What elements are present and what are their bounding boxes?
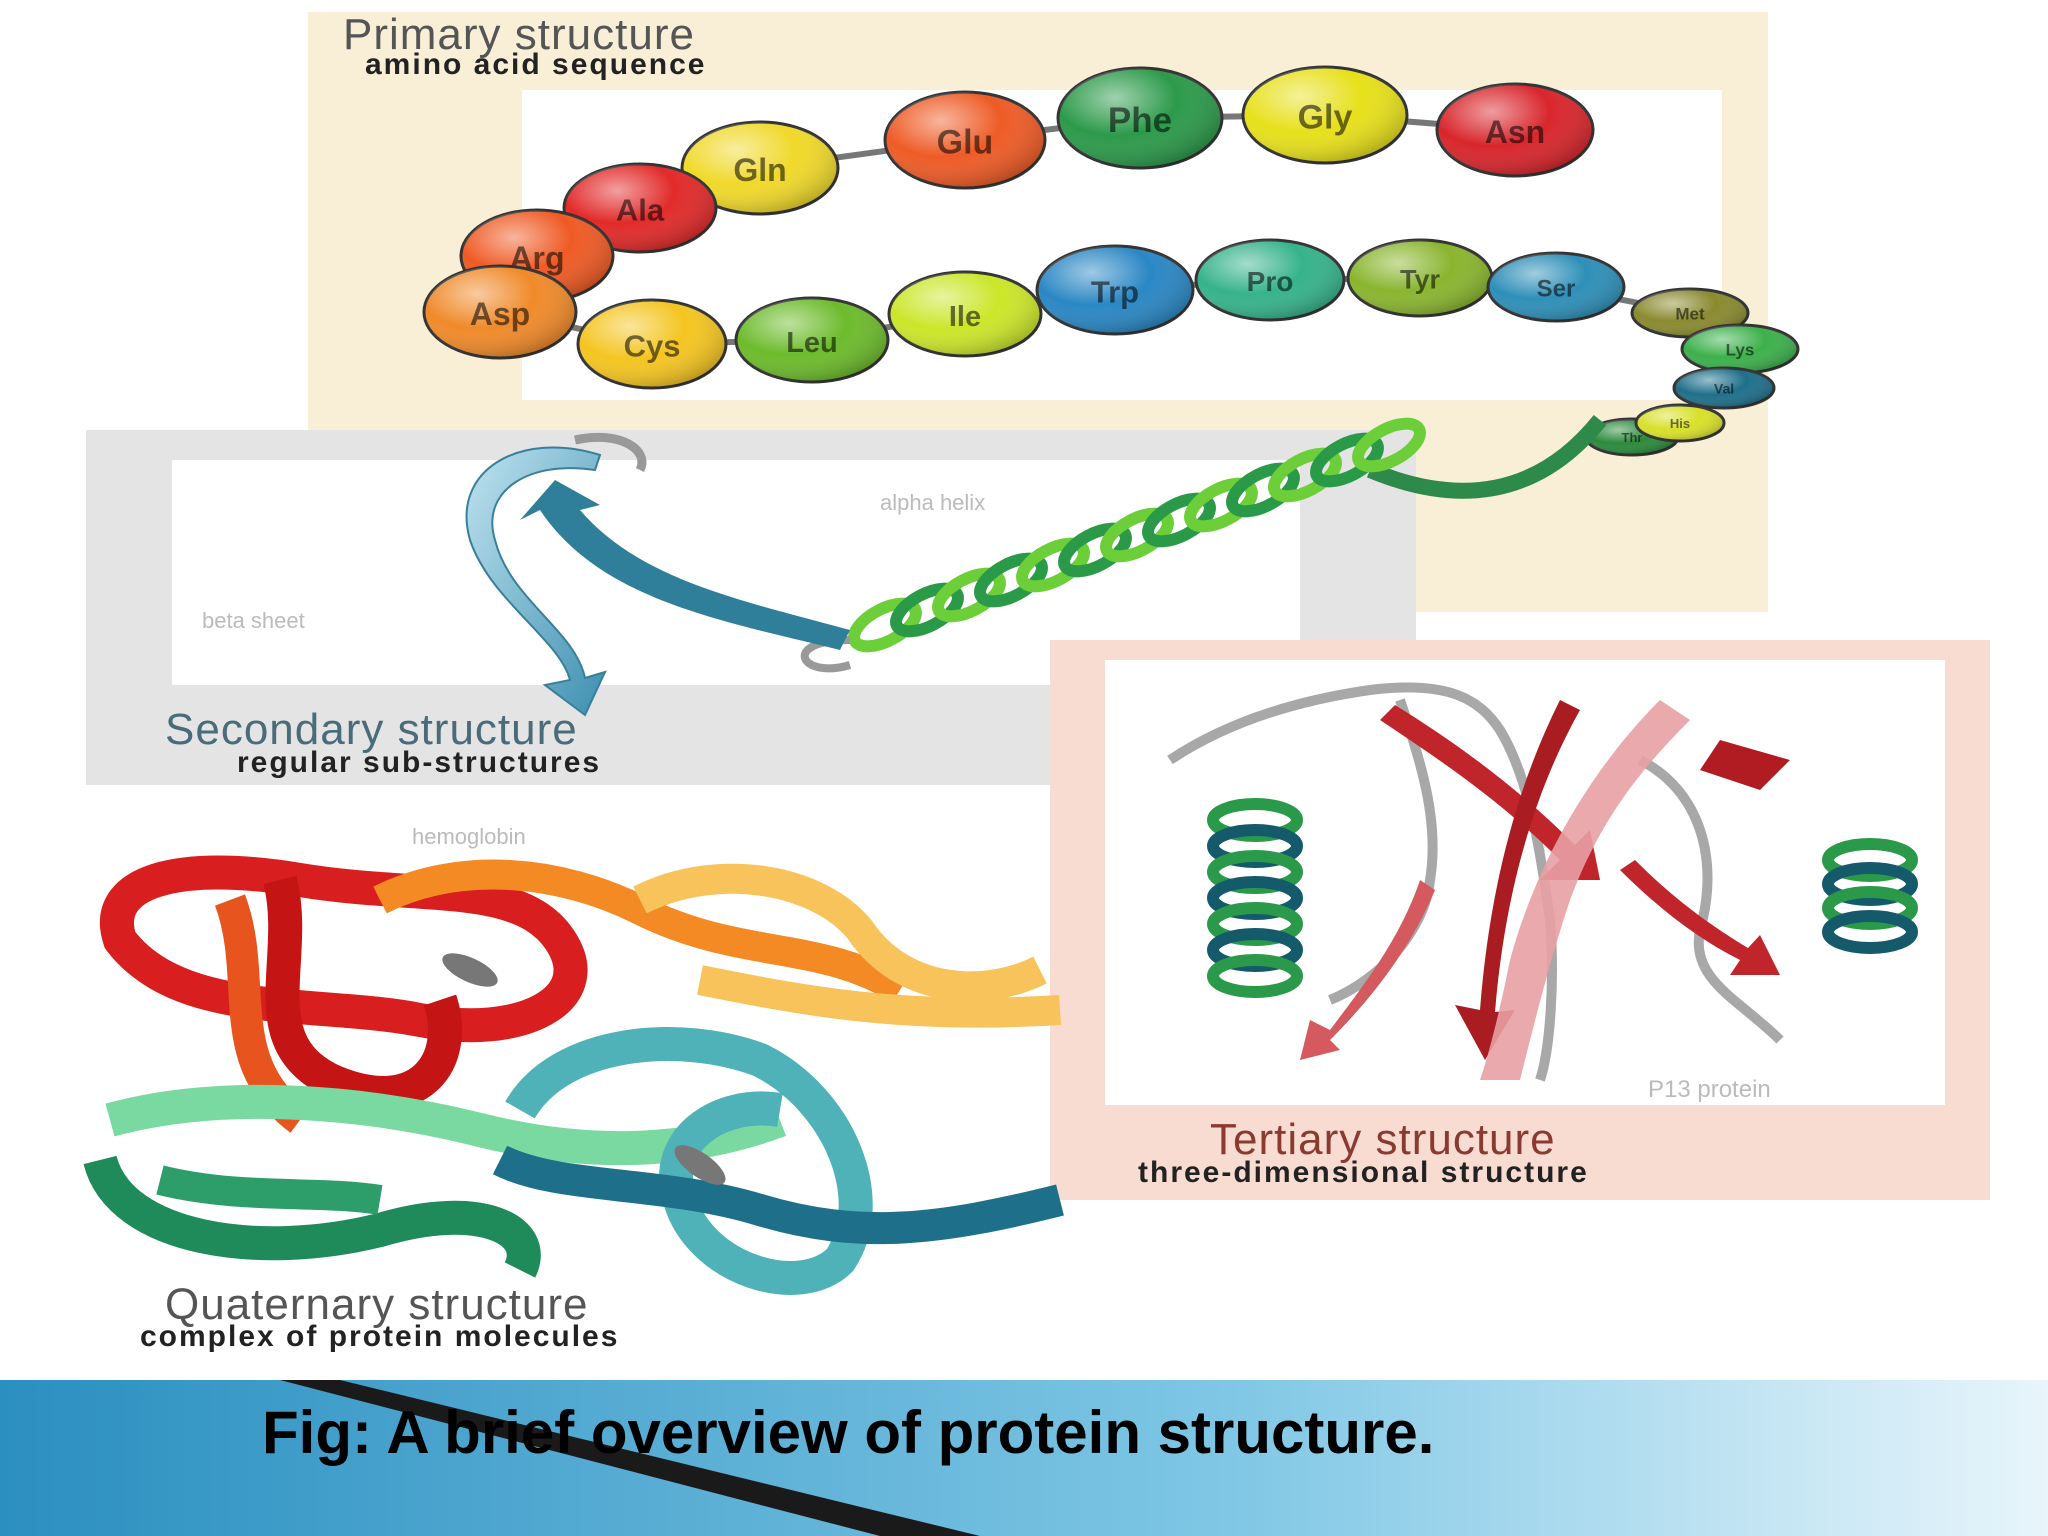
slide-bottom-bar: [0, 1380, 2048, 1536]
primary-structure-title: Primary structure: [343, 10, 695, 59]
amino-acid-tyr: Tyr: [1346, 238, 1494, 318]
amino-acid-label: Cys: [624, 328, 681, 363]
amino-acid-glu: Glu: [883, 90, 1047, 190]
amino-acid-ser: Ser: [1486, 251, 1626, 323]
amino-acid-label: Met: [1675, 305, 1705, 324]
helix-coil: [1184, 477, 1258, 533]
quaternary-structure-subtitle: complex of protein molecules: [140, 1320, 620, 1353]
helix-coil: [1100, 507, 1174, 563]
amino-acid-label: Leu: [786, 327, 838, 359]
helix-coil: [1268, 447, 1342, 503]
amino-acid-asn: Asn: [1435, 82, 1595, 178]
amino-acid-label: Ile: [949, 301, 981, 333]
amino-acid-label: Gln: [733, 152, 786, 188]
beta-sheet-graphic: [465, 432, 850, 717]
secondary-structure-title: Secondary structure: [165, 705, 578, 754]
amino-acid-gly: Gly: [1241, 65, 1409, 165]
amino-acid-label: Glu: [937, 123, 994, 161]
amino-acid-trp: Trp: [1035, 244, 1195, 336]
helix-coil: [1207, 954, 1303, 998]
amino-acid-lys: Lys: [1680, 323, 1800, 375]
alpha-helix-graphic: [800, 415, 1607, 673]
helix-coil: [1822, 838, 1918, 882]
helix-coil: [1016, 537, 1090, 593]
amino-acid-label: Thr: [1622, 430, 1643, 445]
p13-protein-label: P13 protein: [1648, 1076, 1771, 1103]
amino-acid-label: Asn: [1485, 114, 1545, 150]
amino-acid-label: Tyr: [1400, 265, 1441, 295]
helix-coil: [1058, 522, 1132, 578]
amino-acid-label: Pro: [1247, 266, 1294, 297]
amino-acid-ile: Ile: [887, 270, 1043, 358]
amino-acid-label: Asp: [470, 296, 530, 332]
amino-acid-his: His: [1634, 403, 1726, 443]
helix-coil: [1142, 492, 1216, 548]
amino-acid-asp: Asp: [422, 264, 578, 360]
amino-acid-gln: Gln: [680, 120, 840, 216]
amino-acid-val: Val: [1672, 366, 1776, 410]
amino-acid-label: Trp: [1091, 274, 1139, 309]
amino-acid-label: His: [1670, 416, 1690, 431]
primary-structure-subtitle: amino acid sequence: [365, 48, 707, 81]
amino-acid-met: Met: [1630, 287, 1750, 339]
beta-sheet-label: beta sheet: [202, 608, 305, 633]
figure-caption: Fig: A brief overview of protein structu…: [262, 1399, 1435, 1466]
amino-acid-leu: Leu: [734, 296, 890, 384]
amino-acid-label: Ala: [616, 192, 665, 227]
amino-acid-label: Lys: [1726, 341, 1755, 360]
amino-acid-label: Phe: [1108, 101, 1172, 140]
helix-coil: [1822, 886, 1918, 930]
amino-acid-label: Ser: [1537, 276, 1576, 303]
tertiary-structure-subtitle: three-dimensional structure: [1138, 1156, 1589, 1189]
amino-acid-label: Gly: [1298, 98, 1353, 136]
tertiary-protein-graphic: [1167, 682, 1918, 1082]
amino-acid-pro: Pro: [1194, 238, 1346, 322]
alpha-helix-label: alpha helix: [880, 490, 986, 515]
helix-coil: [1352, 417, 1426, 473]
quaternary-protein-graphic: [83, 855, 1064, 1295]
helix-coil: [974, 552, 1048, 608]
helix-coil: [1226, 462, 1300, 518]
secondary-structure-subtitle: regular sub-structures: [237, 746, 602, 779]
helix-coil: [848, 597, 922, 653]
helix-coil: [932, 567, 1006, 623]
hemoglobin-label: hemoglobin: [412, 824, 526, 849]
amino-acid-cys: Cys: [576, 298, 728, 390]
tertiary-structure-title: Tertiary structure: [1210, 1115, 1556, 1164]
helix-coil: [1822, 910, 1918, 954]
quaternary-structure-title: Quaternary structure: [165, 1280, 589, 1329]
helix-coil: [1822, 862, 1918, 906]
amino-acid-label: Val: [1714, 381, 1734, 397]
helix-coil: [890, 582, 964, 638]
amino-acid-phe: Phe: [1056, 66, 1224, 170]
helix-coil: [1310, 432, 1384, 488]
